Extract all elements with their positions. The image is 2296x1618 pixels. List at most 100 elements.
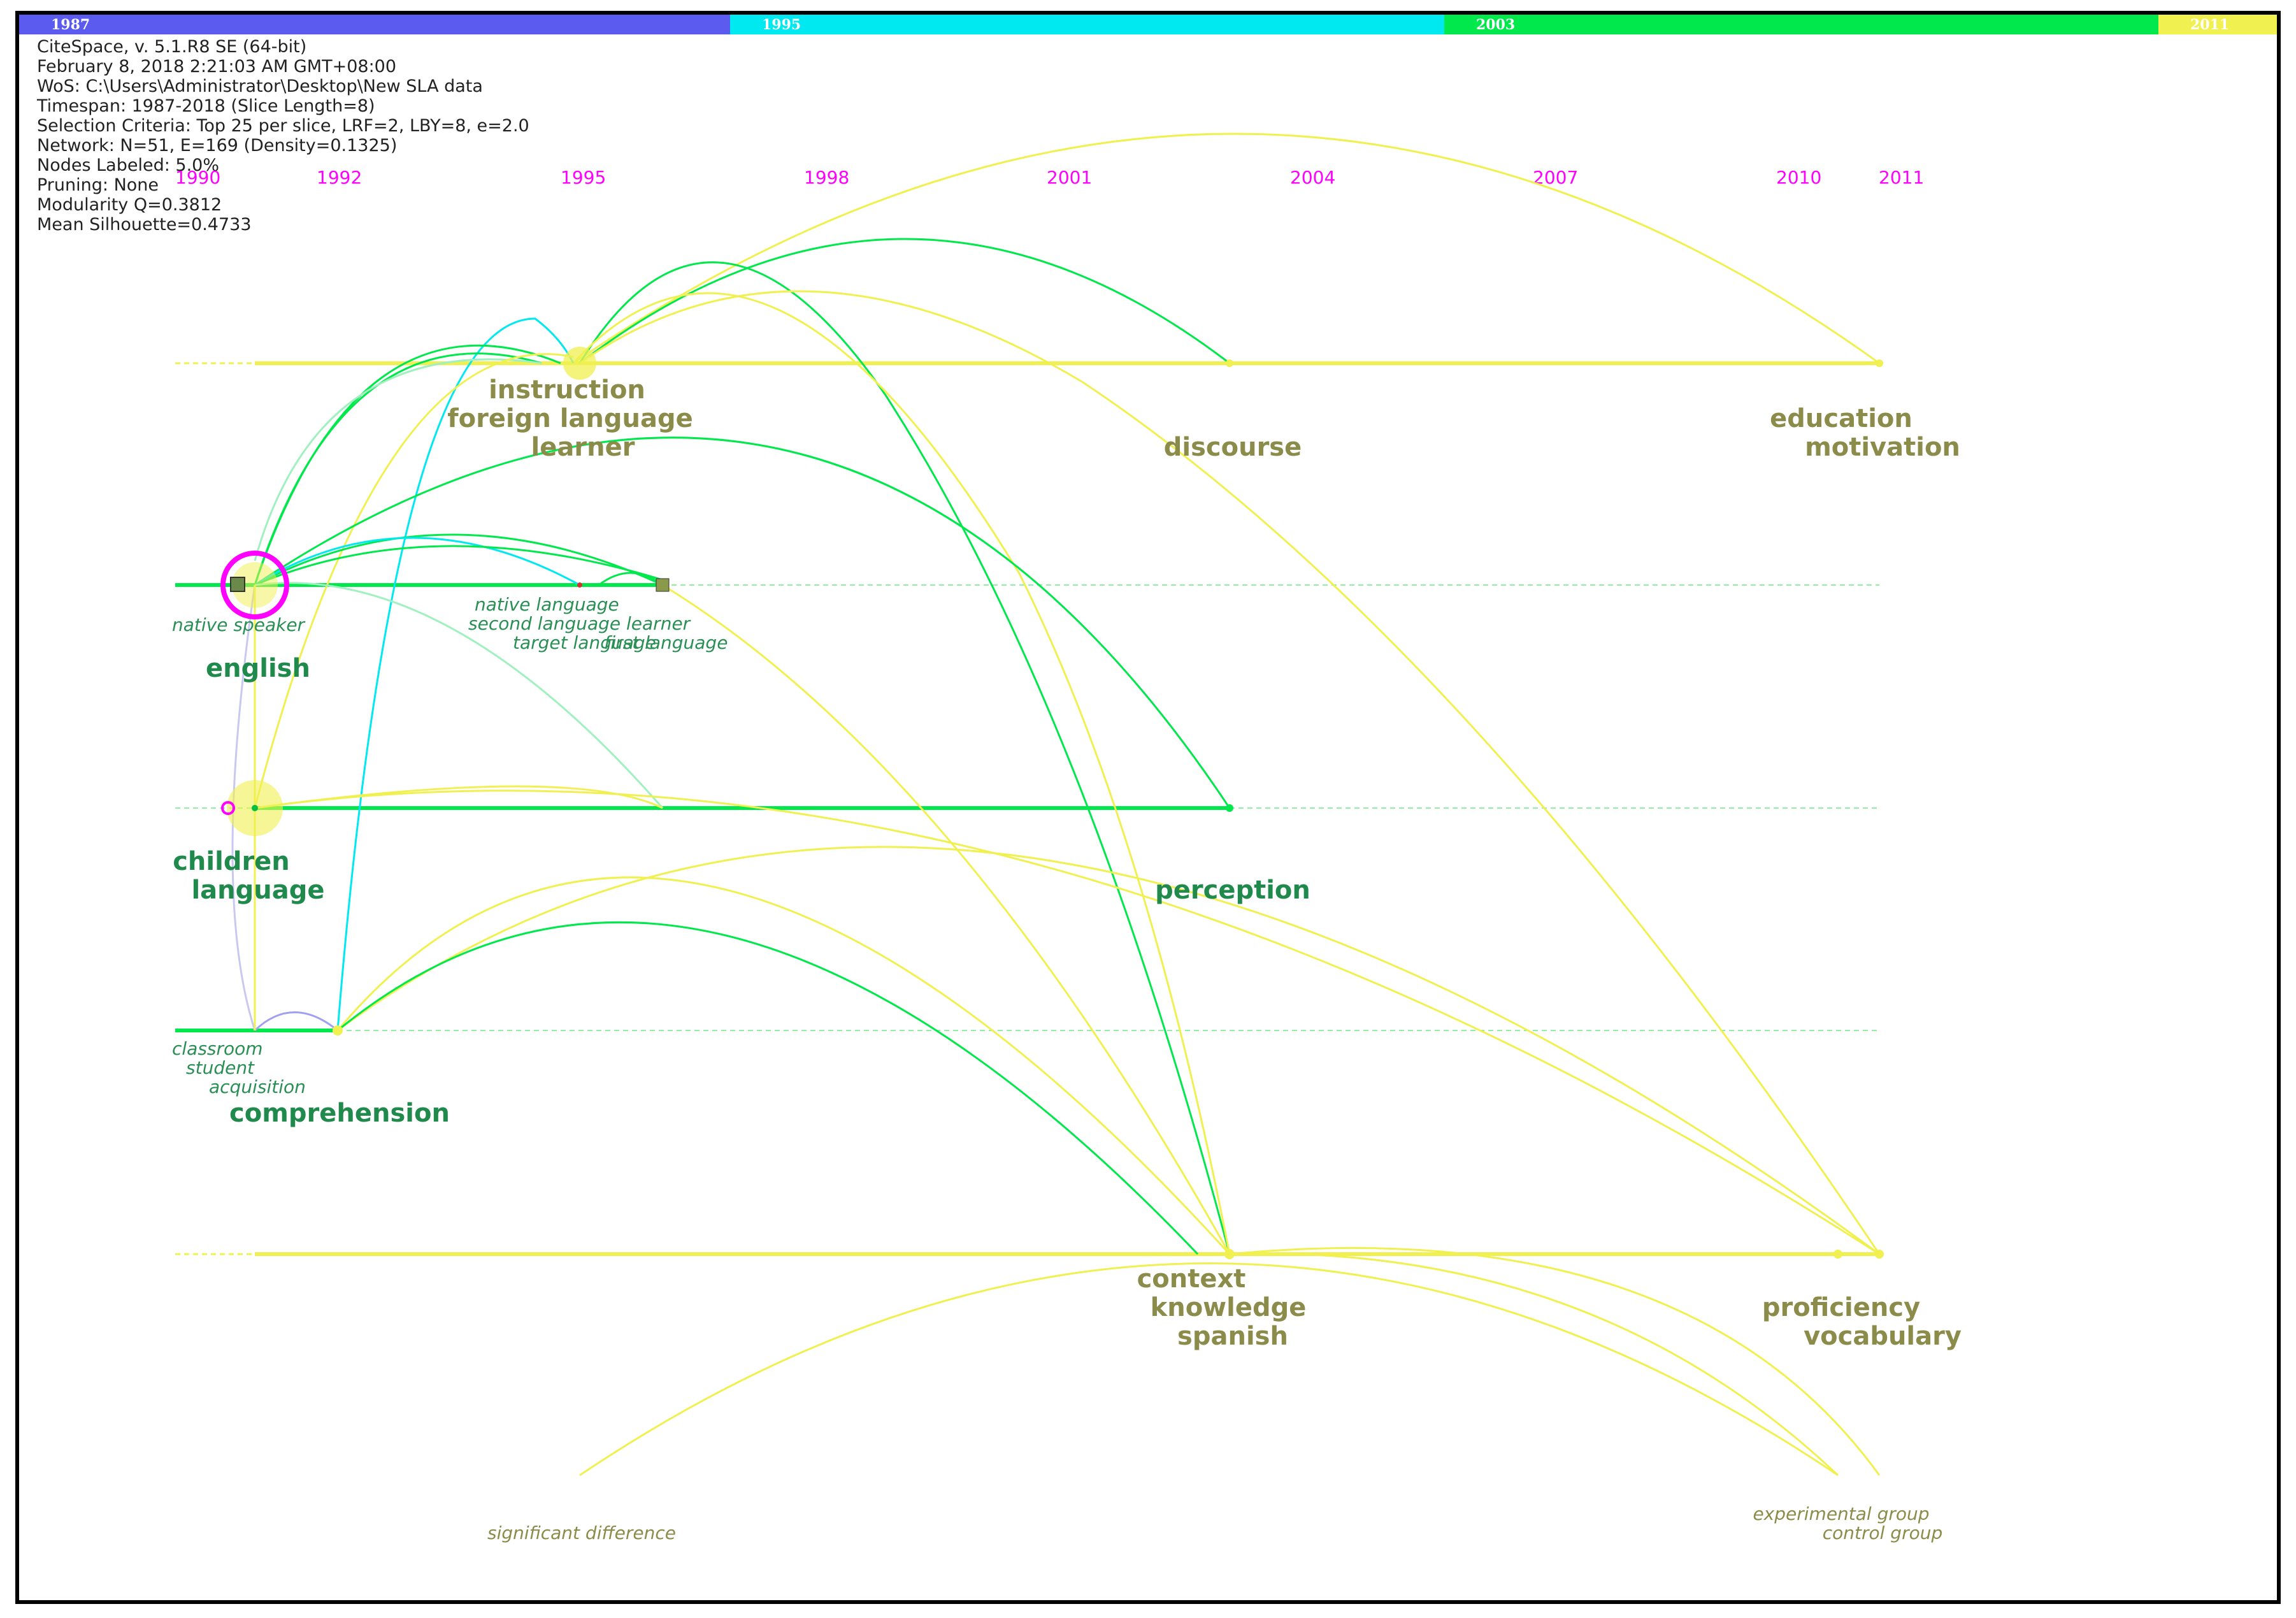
- label-vocabulary: vocabulary: [1804, 1322, 1962, 1351]
- timebar-segment-2003: 2003: [1444, 15, 2158, 34]
- arc: [254, 352, 542, 586]
- arc: [254, 790, 1880, 1255]
- info-selection-criteria: Selection Criteria: Top 25 per slice, LR…: [37, 116, 529, 136]
- label-student: student: [186, 1057, 255, 1078]
- arc: [337, 921, 1199, 1255]
- arc: [336, 317, 575, 1031]
- info-wos-path: WoS: C:\Users\Administrator\Desktop\New …: [37, 76, 483, 96]
- year-axis: 1990 1992 1995 1998 2001 2004 2007 2010 …: [175, 167, 1924, 188]
- label-spanish: spanish: [1177, 1322, 1288, 1351]
- year-label: 2004: [1290, 167, 1335, 188]
- arc: [254, 582, 664, 809]
- label-experimental-group: experimental group: [1753, 1503, 1929, 1524]
- year-label: 2001: [1047, 167, 1092, 188]
- node-discourse[interactable]: [1226, 359, 1233, 367]
- arc: [579, 238, 1230, 365]
- timebar-label: 1987: [51, 17, 90, 33]
- info-panel: CiteSpace, v. 5.1.R8 SE (64-bit) Februar…: [37, 37, 529, 235]
- label-education: education: [1770, 404, 1912, 433]
- node-native-speaker[interactable]: [230, 577, 245, 592]
- label-classroom: classroom: [172, 1038, 263, 1059]
- node-proficiency[interactable]: [1833, 1250, 1842, 1259]
- timebar-label: 2011: [2190, 17, 2230, 33]
- label-language: language: [191, 876, 324, 905]
- label-perception: perception: [1155, 876, 1310, 905]
- cluster-1-labels: instruction foreign language learner dis…: [447, 375, 1960, 462]
- arc: [598, 572, 663, 586]
- label-discourse: discourse: [1164, 433, 1302, 462]
- arc: [337, 846, 1880, 1255]
- label-proficiency: proficiency: [1762, 1293, 1920, 1322]
- timebar-label: 1995: [762, 17, 801, 33]
- info-nodes-labeled: Nodes Labeled: 5.0%: [37, 155, 219, 175]
- citation-arcs: [231, 133, 1881, 1477]
- arc: [1229, 1252, 1839, 1477]
- arc: [254, 437, 1231, 809]
- arc: [231, 584, 256, 1031]
- label-first-language: first language: [604, 632, 728, 653]
- node-context[interactable]: [1224, 1249, 1235, 1259]
- year-label: 2010: [1776, 167, 1821, 188]
- node-instruction[interactable]: [563, 347, 596, 380]
- node-language[interactable]: [221, 801, 235, 815]
- label-foreign-language: foreign language: [447, 404, 693, 433]
- info-modularity: Modularity Q=0.3812: [37, 195, 222, 215]
- info-silhouette: Mean Silhouette=0.4733: [37, 215, 252, 235]
- year-label: 1998: [804, 167, 849, 188]
- label-knowledge: knowledge: [1151, 1293, 1307, 1322]
- label-native-language: native language: [475, 594, 619, 615]
- arc: [572, 292, 1231, 1255]
- arc: [573, 133, 1880, 365]
- arc: [254, 353, 574, 809]
- label-target-language: target language: [513, 632, 656, 653]
- node-perception[interactable]: [1226, 804, 1233, 812]
- node-comprehension[interactable]: [333, 1025, 343, 1036]
- arc: [579, 290, 1881, 1255]
- label-instruction: instruction: [489, 375, 645, 405]
- label-second-language-learner: second language learner: [468, 613, 691, 634]
- label-acquisition: acquisition: [209, 1076, 306, 1097]
- info-pruning: Pruning: None: [37, 175, 159, 195]
- arc: [579, 1262, 1839, 1477]
- cluster-4-labels: classroom student acquisition comprehens…: [172, 1038, 450, 1128]
- label-significant-difference: significant difference: [487, 1522, 676, 1543]
- info-version: CiteSpace, v. 5.1.R8 SE (64-bit): [37, 37, 307, 57]
- label-motivation: motivation: [1805, 433, 1960, 462]
- label-learner: learner: [531, 433, 635, 462]
- timeline-color-bar: 1987 1995 2003 2011: [19, 15, 2277, 34]
- arc: [254, 785, 663, 809]
- node-vocabulary[interactable]: [1875, 1250, 1884, 1259]
- arc: [1229, 1246, 1881, 1476]
- info-network: Network: N=51, E=169 (Density=0.1325): [37, 136, 398, 155]
- year-label: 1990: [175, 167, 220, 188]
- timebar-segment-1987: 1987: [19, 15, 730, 34]
- arc: [336, 876, 1231, 1255]
- label-native-speaker: native speaker: [172, 614, 306, 635]
- arc: [254, 358, 542, 561]
- label-english: english: [206, 654, 310, 683]
- arc: [254, 1011, 338, 1032]
- label-control-group: control group: [1823, 1522, 1943, 1543]
- label-comprehension: comprehension: [229, 1099, 450, 1128]
- cluster-3-labels: children language perception: [173, 847, 1310, 905]
- arc: [254, 533, 663, 586]
- label-context: context: [1137, 1264, 1246, 1294]
- timebar-segment-2011: 2011: [2158, 15, 2277, 34]
- node-children-core: [252, 805, 258, 811]
- node-first-language[interactable]: [656, 578, 670, 592]
- timebar-segment-1995: 1995: [730, 15, 1444, 34]
- info-timespan: Timespan: 1987-2018 (Slice Length=8): [37, 96, 375, 116]
- arc: [578, 261, 1231, 1255]
- cluster-5-labels: context knowledge spanish proficiency vo…: [487, 1264, 1962, 1543]
- year-label: 1992: [317, 167, 362, 188]
- node-english-fill: [232, 562, 278, 608]
- label-children: children: [173, 847, 290, 876]
- arc: [254, 545, 663, 586]
- arc: [662, 584, 1231, 1255]
- year-label: 1995: [561, 167, 606, 188]
- timebar-label: 2003: [1476, 17, 1516, 33]
- node-motivation[interactable]: [1876, 359, 1883, 367]
- node-second-language-learner[interactable]: [577, 582, 582, 588]
- node-english[interactable]: [220, 551, 289, 619]
